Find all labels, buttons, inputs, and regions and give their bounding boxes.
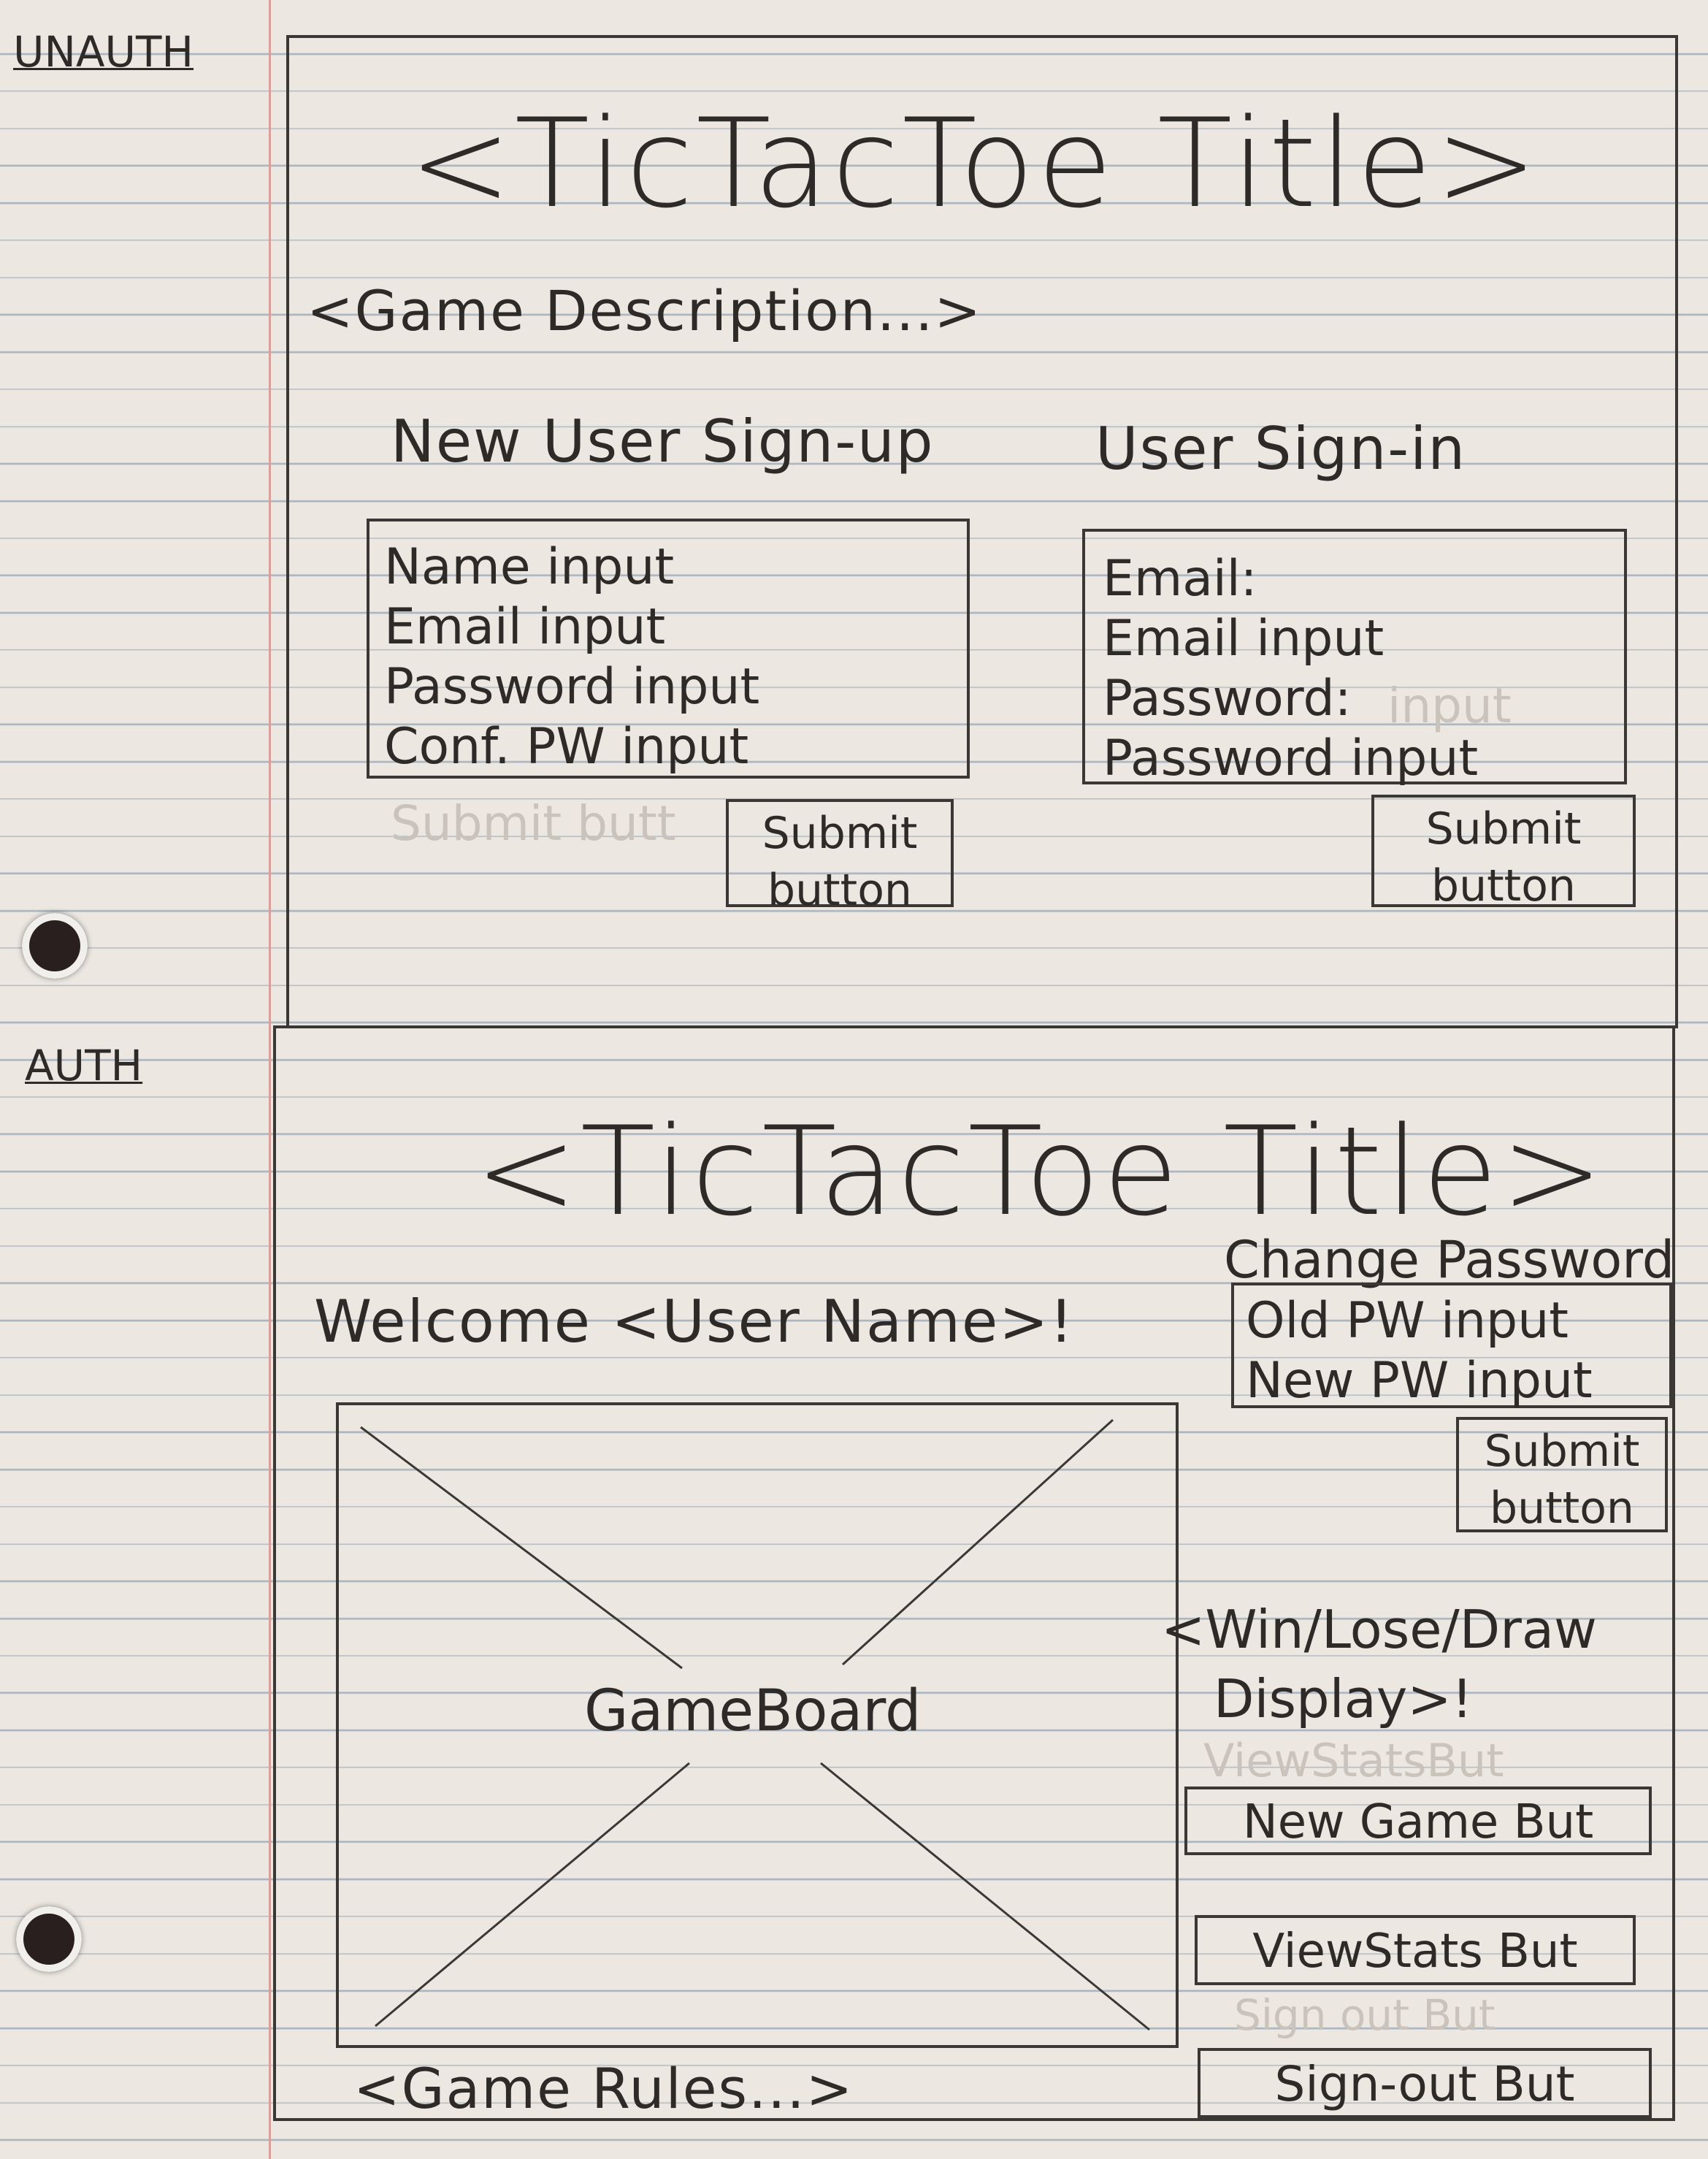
name-input[interactable]: Name input (384, 538, 675, 596)
change-password-submit-button[interactable]: Submit button (1456, 1417, 1668, 1534)
change-password-heading: Change Password (1224, 1230, 1675, 1290)
signin-submit-label-1: Submit (1425, 803, 1582, 855)
game-rules: <Game Rules...> (353, 2056, 854, 2121)
unauth-section-label: UNAUTH (13, 27, 194, 77)
erased-sign-out-text: Sign out But (1234, 1990, 1496, 2040)
signin-heading: User Sign-in (1095, 415, 1467, 483)
signin-submit-label-2: button (1431, 860, 1576, 912)
result-display-line1: <Win/Lose/Draw (1161, 1599, 1597, 1660)
signin-password-input[interactable]: Password input (1103, 730, 1479, 787)
binder-hole-top (22, 913, 88, 979)
signin-email-label: Email: (1103, 550, 1257, 608)
signin-form: Email: Email input Password: Password in… (1082, 529, 1627, 787)
signin-submit-button[interactable]: Submit button (1371, 795, 1636, 912)
signup-heading: New User Sign-up (391, 408, 935, 475)
signup-submit-label-1: Submit (762, 808, 918, 859)
game-board-label: GameBoard (584, 1678, 922, 1744)
password-input[interactable]: Password input (384, 658, 760, 716)
new-game-button[interactable]: New Game But (1184, 1787, 1652, 1855)
signin-password-label: Password: (1103, 670, 1352, 727)
sign-out-button[interactable]: Sign-out But (1198, 2048, 1652, 2118)
result-display-line2: Display>! (1214, 1668, 1473, 1730)
game-board-placeholder-cross (360, 1418, 1150, 2031)
auth-wireframe (273, 1025, 1675, 2121)
binder-hole-bottom (16, 1906, 82, 1972)
game-description: <Game Description...> (307, 278, 983, 343)
old-password-input[interactable]: Old PW input (1246, 1292, 1569, 1350)
erased-view-stats-text: ViewStatsBut (1203, 1734, 1504, 1787)
change-password-submit-label-2: button (1490, 1483, 1634, 1534)
signup-form: Name input Email input Password input Co… (367, 519, 970, 779)
email-input[interactable]: Email input (384, 598, 666, 656)
signup-submit-button[interactable]: Submit button (726, 799, 954, 916)
new-password-input[interactable]: New PW input (1246, 1352, 1593, 1410)
view-stats-button[interactable]: ViewStats But (1195, 1915, 1636, 1985)
signup-erased-text: Submit butt (391, 795, 676, 852)
confirm-password-input[interactable]: Conf. PW input (384, 718, 749, 776)
signin-email-input[interactable]: Email input (1103, 610, 1385, 668)
welcome-message: Welcome <User Name>! (314, 1288, 1075, 1356)
signin-erased-text: input (1387, 678, 1512, 734)
auth-page-title: <TicTacToe Title> (475, 1100, 1606, 1243)
auth-section-label: AUTH (25, 1041, 143, 1090)
signup-submit-label-2: button (767, 865, 912, 916)
change-password-submit-label-1: Submit (1484, 1426, 1640, 1477)
unauth-page-title: <TicTacToe Title> (409, 92, 1541, 235)
paper-margin-line (269, 0, 271, 2159)
change-password-form: Old PW input New PW input (1231, 1283, 1672, 1410)
game-board[interactable]: GameBoard (336, 1402, 1179, 2048)
